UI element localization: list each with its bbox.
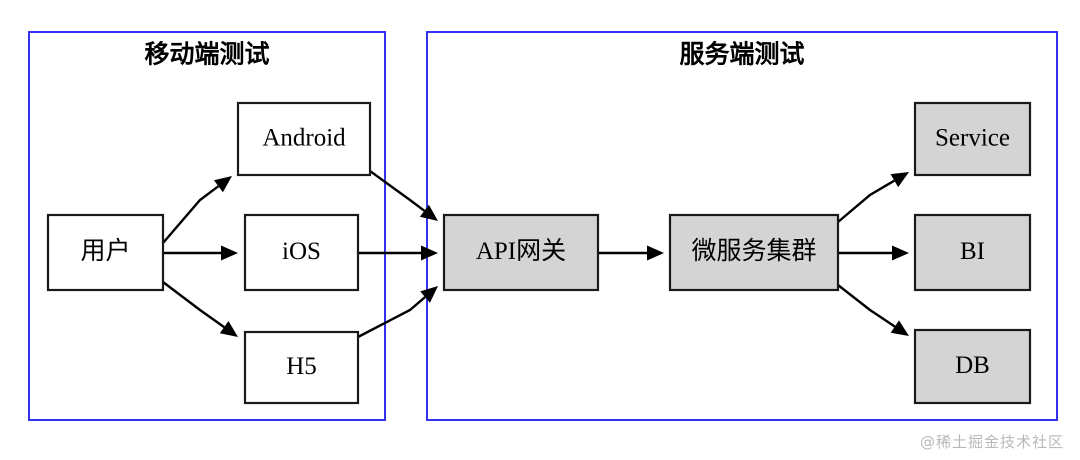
node-label-user: 用户 <box>80 237 130 265</box>
node-android[interactable]: Android <box>236 101 372 177</box>
edge-arrowhead-android-to-gw <box>419 204 438 221</box>
node-ios[interactable]: iOS <box>243 213 360 292</box>
node-box-ios <box>243 213 360 292</box>
node-label-micro: 微服务集群 <box>691 237 816 265</box>
edge-line-user-to-h5 <box>162 281 225 329</box>
node-micro[interactable]: 微服务集群 <box>668 213 840 292</box>
group-frame-mobile-test <box>28 31 386 421</box>
node-box-micro <box>668 213 840 292</box>
node-label-db: DB <box>955 352 990 379</box>
node-box-h5 <box>243 330 360 405</box>
edge-arrowhead-gw-to-micro <box>647 245 664 261</box>
edge-line-android-to-gw <box>369 170 426 212</box>
edge-arrowhead-h5-to-gw <box>420 286 438 303</box>
node-label-android: Android <box>262 125 346 152</box>
edges-layer <box>162 170 909 339</box>
node-gateway[interactable]: API网关 <box>442 213 600 292</box>
node-label-h5: H5 <box>286 353 317 380</box>
edge-arrowhead-micro-to-db <box>890 320 909 336</box>
node-h5[interactable]: H5 <box>243 330 360 405</box>
node-label-ios: iOS <box>282 238 321 265</box>
node-box-android <box>236 101 372 177</box>
watermark: @稀土掘金技术社区 <box>919 433 1064 451</box>
node-box-service <box>913 101 1032 177</box>
group-title-server-test: 服务端测试 <box>679 41 804 69</box>
edge-arrowhead-micro-to-bi <box>892 245 909 261</box>
group-frame-server-test <box>426 31 1058 421</box>
node-box-gateway <box>442 213 600 292</box>
group-frames-layer: 移动端测试 服务端测试 <box>28 31 1058 421</box>
edge-line-user-to-android <box>162 185 220 244</box>
edge-arrowhead-user-to-android <box>213 176 232 193</box>
edge-line-h5-to-gw <box>357 296 426 339</box>
edge-arrowhead-micro-to-service <box>890 172 909 188</box>
node-box-user <box>46 213 165 292</box>
edge-arrowhead-user-to-ios <box>221 245 238 261</box>
edge-line-micro-to-service <box>837 179 895 223</box>
node-box-db <box>913 328 1032 405</box>
node-user[interactable]: 用户 <box>46 213 165 292</box>
edge-arrowhead-ios-to-gw <box>421 245 438 261</box>
node-bi[interactable]: BI <box>913 213 1032 292</box>
node-label-service: Service <box>935 125 1010 152</box>
edge-line-micro-to-db <box>837 284 896 328</box>
group-title-mobile-test: 移动端测试 <box>144 41 269 69</box>
node-label-gateway: API网关 <box>476 237 566 265</box>
node-db[interactable]: DB <box>913 328 1032 405</box>
node-service[interactable]: Service <box>913 101 1032 177</box>
node-box-bi <box>913 213 1032 292</box>
node-label-bi: BI <box>960 238 985 265</box>
edge-arrowhead-user-to-h5 <box>219 321 238 337</box>
